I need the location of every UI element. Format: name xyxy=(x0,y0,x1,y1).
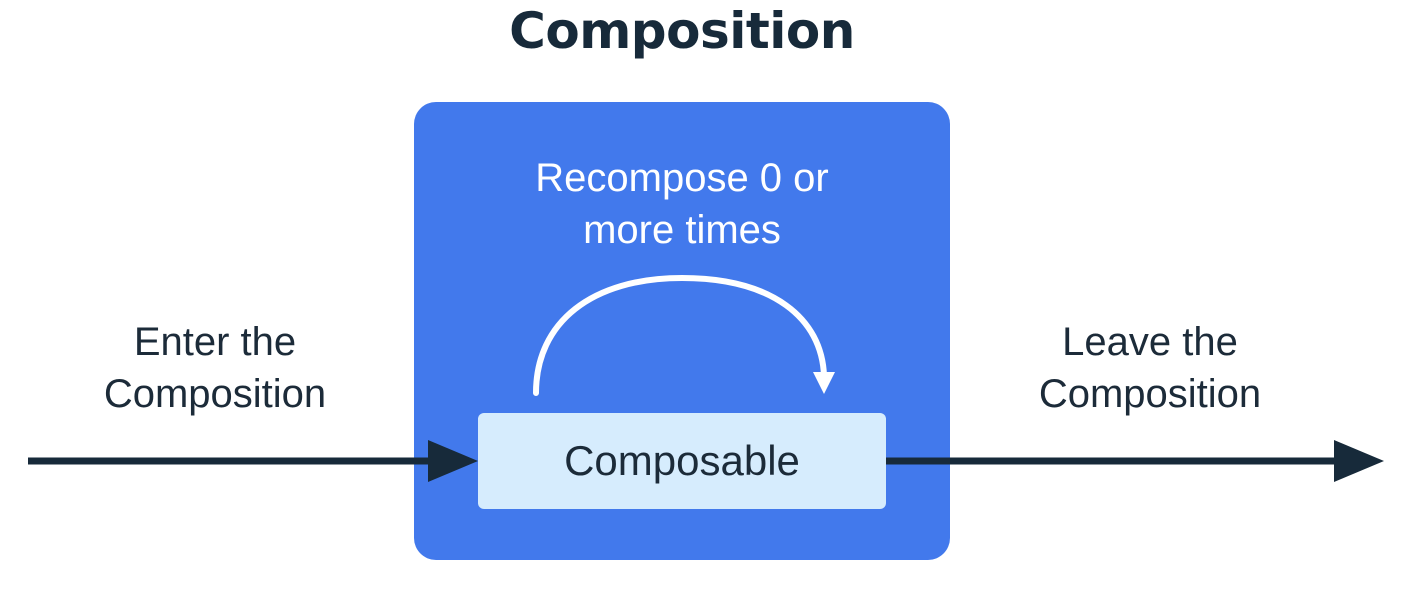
recompose-loop-arrow-head xyxy=(813,372,835,394)
enter-label: Enter the Composition xyxy=(70,316,360,420)
recompose-label: Recompose 0 or more times xyxy=(482,152,882,256)
leave-label: Leave the Composition xyxy=(1000,316,1300,420)
leave-label-text: Leave the Composition xyxy=(1038,320,1262,416)
enter-label-text: Enter the Composition xyxy=(103,320,327,416)
recompose-loop-arrow xyxy=(533,274,827,396)
recompose-label-text: Recompose 0 or more times xyxy=(535,156,829,252)
composable-label: Composable xyxy=(564,437,800,484)
leave-arrow-head xyxy=(1334,440,1384,482)
composable-node: Composable xyxy=(478,413,886,509)
diagram-title: Composition xyxy=(509,2,855,60)
enter-arrow-head xyxy=(428,440,478,482)
